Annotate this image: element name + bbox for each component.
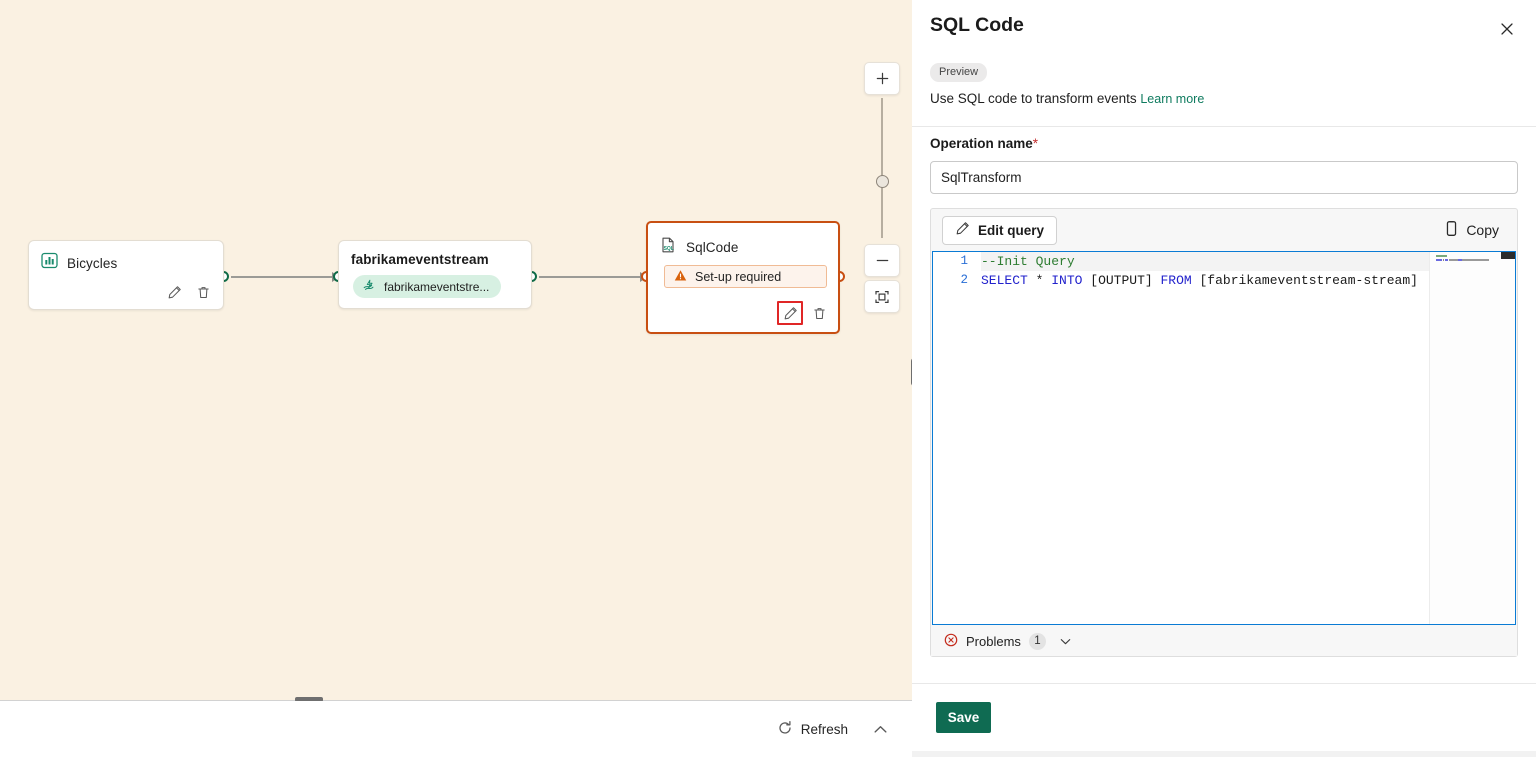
close-icon[interactable] — [1492, 14, 1522, 44]
node-header: Bicycles — [29, 241, 223, 274]
minimap-row — [1461, 259, 1490, 261]
chevron-up-icon[interactable] — [870, 719, 890, 739]
minimap-row — [1436, 259, 1442, 261]
eventstream-icon — [362, 278, 376, 295]
panel-bottom-strip — [912, 751, 1536, 757]
operation-name-label-text: Operation name — [930, 136, 1033, 151]
editor-minimap[interactable] — [1429, 252, 1501, 624]
panel-description: Use SQL code to transform events Learn m… — [930, 91, 1536, 106]
canvas-node-sqlcode[interactable]: SQL SqlCode Set-up required — [646, 221, 840, 334]
eventstream-source-pill[interactable]: fabrikameventstre... — [353, 275, 502, 298]
panel-footer-divider — [912, 683, 1536, 684]
zoom-out-button[interactable] — [864, 244, 900, 277]
status-badge-label: Set-up required — [695, 269, 782, 284]
node-actions — [777, 301, 829, 325]
learn-more-link[interactable]: Learn more — [1140, 92, 1205, 106]
page-title: SQL Code — [930, 14, 1024, 36]
editor-scrollbar-thumb[interactable] — [1501, 252, 1515, 259]
canvas-bottom-divider — [0, 700, 912, 701]
status-badge-setup-required: Set-up required — [664, 265, 827, 288]
delete-trash-icon[interactable] — [193, 282, 213, 302]
edit-query-label: Edit query — [978, 222, 1045, 238]
refresh-label: Refresh — [800, 721, 848, 737]
chevron-down-icon[interactable] — [1058, 634, 1073, 649]
node-header: SQL SqlCode — [648, 223, 838, 259]
panel-subheader: Preview Use SQL code to transform events… — [912, 56, 1536, 106]
node-title-label: SqlCode — [686, 240, 739, 255]
line-number: 1 — [960, 254, 968, 268]
zoom-in-button[interactable] — [864, 62, 900, 95]
zoom-slider-handle[interactable] — [875, 175, 889, 188]
eventstream-pill-label: fabrikameventstre... — [384, 279, 490, 294]
canvas-zoom-controls — [864, 62, 900, 313]
pencil-icon — [955, 221, 970, 239]
minimap-row — [1436, 255, 1448, 257]
refresh-button[interactable]: Refresh — [777, 720, 848, 739]
minimap-row — [1458, 259, 1462, 261]
problems-bar[interactable]: Problems 1 — [931, 626, 1517, 656]
flow-canvas[interactable]: Bicycles — [0, 0, 912, 700]
edit-query-button[interactable]: Edit query — [942, 215, 1058, 245]
refresh-circular-arrow-icon — [777, 720, 793, 739]
node-title-label: Bicycles — [67, 255, 118, 271]
required-marker: * — [1032, 136, 1039, 151]
preview-badge: Preview — [930, 63, 988, 82]
canvas-node-bicycles[interactable]: Bicycles — [28, 240, 224, 310]
bar-chart-icon — [41, 252, 58, 274]
line-number: 2 — [960, 273, 968, 287]
delete-trash-icon[interactable] — [809, 303, 829, 323]
code-line[interactable]: --Init Query — [981, 252, 1515, 271]
connector-line-2 — [539, 276, 649, 278]
edit-pencil-icon[interactable] — [777, 301, 803, 325]
problems-count-badge: 1 — [1028, 632, 1046, 650]
copy-button[interactable]: Copy — [1437, 219, 1505, 241]
copy-label: Copy — [1466, 222, 1499, 238]
minimap-row — [1444, 259, 1449, 261]
node-header: fabrikameventstream — [339, 241, 531, 267]
canvas-surface[interactable]: Bicycles — [0, 0, 912, 700]
panel-description-text: Use SQL code to transform events — [930, 91, 1137, 106]
svg-text:SQL: SQL — [664, 246, 674, 252]
fit-to-screen-button[interactable] — [864, 280, 900, 313]
operation-name-input[interactable] — [930, 161, 1518, 194]
canvas-bottom-bar: Refresh — [0, 701, 912, 757]
node-actions — [164, 282, 213, 302]
operation-name-label: Operation name* — [912, 136, 1536, 151]
zoom-slider-track[interactable] — [881, 98, 883, 238]
minimap-row — [1448, 259, 1458, 261]
warning-triangle-icon — [674, 269, 687, 285]
save-button[interactable]: Save — [936, 702, 991, 733]
editor-scrollbar[interactable] — [1501, 252, 1515, 624]
sql-file-icon: SQL — [659, 236, 677, 259]
panel-header: SQL Code — [912, 0, 1536, 56]
query-toolbar: Edit query Copy — [931, 209, 1517, 251]
edit-pencil-icon[interactable] — [164, 282, 184, 302]
bottom-panel-drag-handle[interactable] — [295, 697, 323, 702]
panel-divider — [912, 126, 1536, 127]
minimap-row — [1442, 259, 1444, 261]
sql-code-side-panel: SQL Code Preview Use SQL code to transfo… — [912, 0, 1536, 757]
error-circle-icon — [944, 633, 958, 650]
connector-line-1 — [231, 276, 341, 278]
copy-icon — [1443, 220, 1460, 240]
problems-label: Problems — [966, 633, 1021, 649]
node-title-label: fabrikameventstream — [351, 252, 489, 267]
canvas-node-eventstream[interactable]: fabrikameventstream fabrikameventstre... — [338, 240, 532, 309]
code-line[interactable]: SELECT * INTO [OUTPUT] FROM [fabrikameve… — [981, 273, 1418, 288]
panel-body: Operation name* Edit query — [912, 136, 1536, 657]
